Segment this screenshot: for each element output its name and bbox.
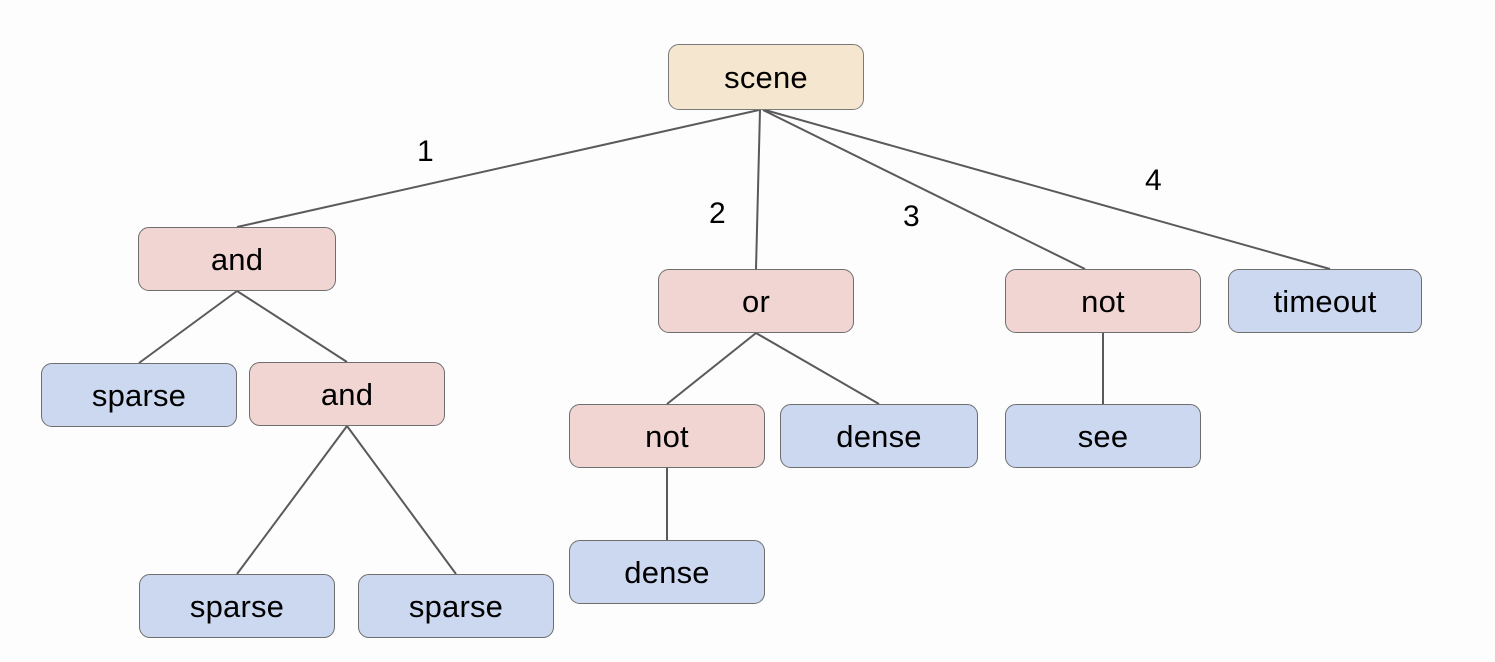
tree-node-label: dense (624, 554, 710, 590)
tree-edge (666, 332, 757, 405)
tree-node-sparse3[interactable]: sparse (358, 574, 554, 638)
tree-node-not1[interactable]: not (1005, 269, 1201, 333)
tree-node-not2[interactable]: not (569, 404, 765, 468)
tree-node-label: sparse (408, 588, 504, 624)
tree-node-label: timeout (1273, 283, 1377, 319)
tree-node-label: dense (836, 418, 922, 454)
tree-node-dense1[interactable]: dense (780, 404, 978, 468)
tree-edge (764, 109, 1331, 270)
tree-edge (755, 109, 761, 270)
tree-edge (762, 109, 1086, 270)
tree-node-or1[interactable]: or (658, 269, 854, 333)
edge-label-1: 1 (417, 135, 434, 168)
tree-node-label: not (1081, 283, 1125, 319)
tree-edge (236, 425, 348, 575)
tree-edge (755, 332, 880, 405)
tree-node-sparse1[interactable]: sparse (41, 363, 237, 427)
tree-node-and2[interactable]: and (249, 362, 445, 426)
tree-node-label: see (1077, 418, 1129, 454)
tree-node-see1[interactable]: see (1005, 404, 1201, 468)
tree-node-label: or (742, 283, 770, 319)
tree-edge (236, 290, 348, 363)
tree-node-label: and (210, 241, 264, 277)
tree-node-label: sparse (189, 588, 285, 624)
tree-node-dense2[interactable]: dense (569, 540, 765, 604)
tree-node-label: and (320, 376, 374, 412)
edge-label-4: 4 (1145, 164, 1162, 197)
tree-node-label: scene (724, 59, 808, 95)
edge-label-2: 2 (709, 197, 726, 230)
edge-label-3: 3 (903, 200, 920, 233)
tree-node-label: sparse (91, 377, 187, 413)
tree-edge (138, 290, 238, 364)
tree-node-sparse2[interactable]: sparse (139, 574, 335, 638)
tree-edge (346, 425, 457, 575)
tree-node-timeout1[interactable]: timeout (1228, 269, 1422, 333)
tree-node-scene[interactable]: scene (668, 44, 864, 110)
tree-edge (236, 109, 760, 228)
tree-node-label: not (645, 418, 689, 454)
tree-node-and1[interactable]: and (138, 227, 336, 291)
